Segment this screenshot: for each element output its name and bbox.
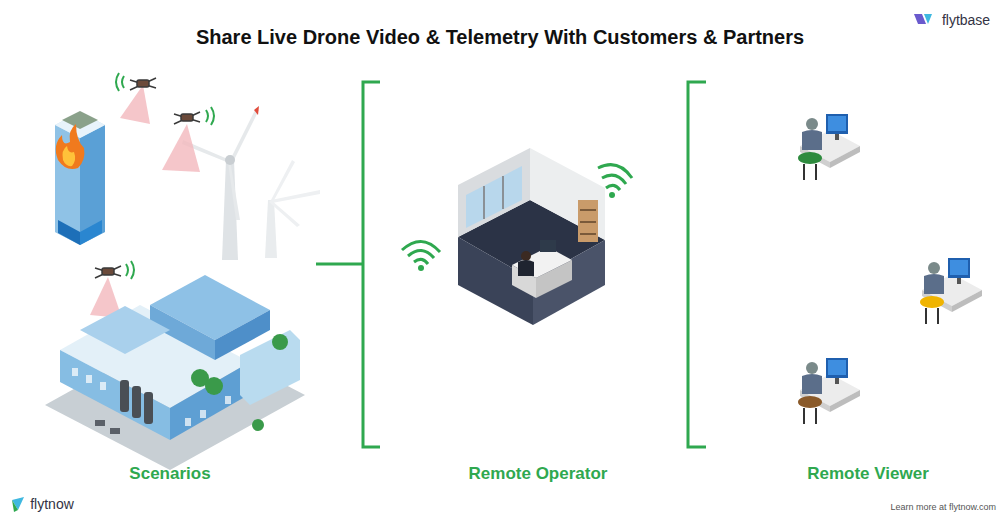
section-label: Scenarios [129, 464, 210, 484]
logo-mark [12, 500, 18, 512]
section-label: Remote Operator [469, 464, 608, 484]
wind-turbine [182, 106, 320, 260]
footer-note: Learn more at flytnow.com [890, 502, 996, 512]
logo-mark [924, 14, 932, 24]
operator-room [402, 148, 632, 325]
brand-logo: flytbase [942, 12, 990, 28]
building-fire [55, 111, 105, 245]
bracket [316, 82, 706, 447]
section-label: Remote Viewer [807, 464, 929, 484]
factory-complex [45, 275, 305, 470]
brand-logo: flytnow [30, 496, 74, 512]
remote-viewer-desk [798, 114, 982, 424]
diagram-title: Share Live Drone Video & Telemetry With … [196, 26, 804, 49]
logo-mark [914, 14, 926, 24]
